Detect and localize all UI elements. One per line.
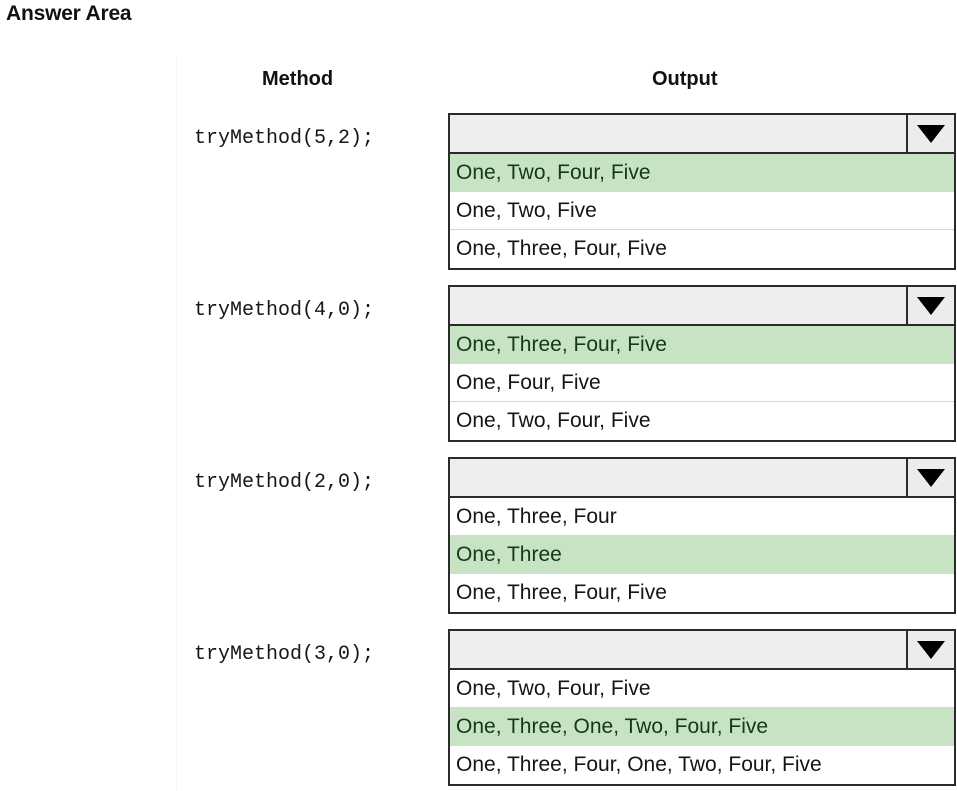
dropdown-option-selected[interactable]: One, Two, Four, Five	[450, 154, 954, 192]
dropdown-toggle-button[interactable]	[906, 287, 954, 324]
chevron-down-icon	[917, 640, 945, 659]
dropdown-option[interactable]: One, Four, Five	[450, 364, 954, 402]
chevron-down-icon	[917, 296, 945, 315]
dropdown-option[interactable]: One, Three, Four, One, Two, Four, Five	[450, 746, 954, 784]
dropdown-option[interactable]: One, Three, Four, Five	[450, 230, 954, 268]
dropdown-field[interactable]	[448, 629, 956, 670]
chevron-down-icon	[917, 124, 945, 143]
dropdown-option[interactable]: One, Two, Five	[450, 192, 954, 230]
method-label: tryMethod(4,0);	[194, 299, 375, 322]
dropdown-toggle-button[interactable]	[906, 631, 954, 668]
column-header-output: Output	[652, 68, 718, 90]
dropdown-field[interactable]	[448, 457, 956, 498]
dropdown-option-selected[interactable]: One, Three, One, Two, Four, Five	[450, 708, 954, 746]
page-title: Answer Area	[6, 2, 132, 25]
column-header-method: Method	[262, 68, 334, 90]
method-label: tryMethod(3,0);	[194, 643, 375, 666]
dropdown-option-selected[interactable]: One, Three	[450, 536, 954, 574]
dropdown-selected-value[interactable]	[450, 459, 906, 496]
dropdown-toggle-button[interactable]	[906, 459, 954, 496]
dropdown-toggle-button[interactable]	[906, 115, 954, 152]
method-label: tryMethod(5,2);	[194, 127, 375, 150]
vertical-guide-line	[176, 56, 177, 791]
dropdown-field[interactable]	[448, 285, 956, 326]
dropdown-option-selected[interactable]: One, Three, Four, Five	[450, 326, 954, 364]
dropdown-option[interactable]: One, Two, Four, Five	[450, 402, 954, 440]
dropdown-selected-value[interactable]	[450, 631, 906, 668]
dropdown-option[interactable]: One, Two, Four, Five	[450, 670, 954, 708]
chevron-down-icon	[917, 468, 945, 487]
method-label: tryMethod(2,0);	[194, 471, 375, 494]
dropdown-option[interactable]: One, Three, Four, Five	[450, 574, 954, 612]
dropdown-selected-value[interactable]	[450, 115, 906, 152]
dropdown-option[interactable]: One, Three, Four	[450, 498, 954, 536]
dropdown-selected-value[interactable]	[450, 287, 906, 324]
dropdown-field[interactable]	[448, 113, 956, 154]
